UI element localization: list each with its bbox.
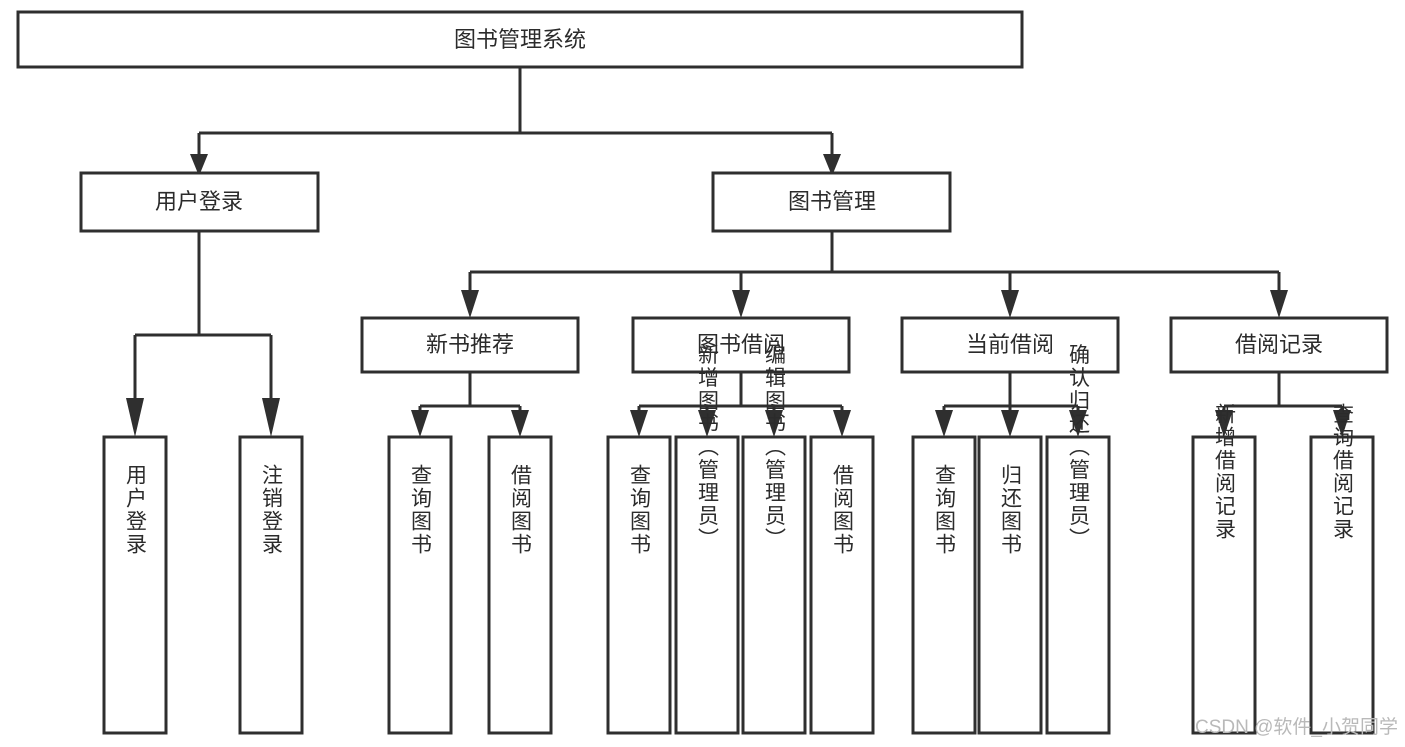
leaf-confirm-return-admin[interactable]: 确认归还（管理员） — [1045, 344, 1111, 735]
leaf-return-book-box[interactable] — [977, 435, 1043, 735]
arrowhead-leaf-borrow-book — [833, 410, 851, 437]
leaf-add-book-admin-label: 新增图书（管理员） — [696, 344, 720, 551]
leaf-user-logout-label: 注销登录 — [260, 464, 284, 556]
leaf-edit-book-admin[interactable]: 编辑图书（管理员） — [741, 344, 807, 735]
root-node[interactable]: 图书管理系统 — [16, 10, 1024, 69]
arrowhead-leaf-query-book-borrow — [630, 410, 648, 437]
leaf-return-book-label: 归还图书 — [999, 464, 1023, 556]
root-node-box[interactable] — [16, 10, 1024, 69]
arrowhead-leaf-user-logout — [262, 398, 280, 437]
node-borrow-record[interactable]: 借阅记录 — [1169, 316, 1389, 374]
leaf-borrow-book-label: 借阅图书 — [831, 464, 855, 556]
arrowhead-leaf-query-book-recommend — [411, 410, 429, 437]
node-book-borrow-box[interactable] — [631, 316, 851, 374]
leaf-user-login-label: 用户登录 — [124, 464, 148, 556]
leaf-user-login[interactable]: 用户登录 — [102, 435, 168, 735]
arrowhead-leaf-borrow-book-recommend — [511, 410, 529, 437]
leaf-query-book-current-box[interactable] — [911, 435, 977, 735]
leaf-add-book-admin-box[interactable] — [674, 435, 740, 735]
arrowhead-new-book-recommend — [461, 290, 479, 318]
leaf-user-logout[interactable]: 注销登录 — [238, 435, 304, 735]
connector-layer — [126, 67, 1351, 437]
node-borrow-record-box[interactable] — [1169, 316, 1389, 374]
arrowhead-book-borrow — [732, 290, 750, 318]
watermark: CSDN @软件_小贺同学 — [1195, 716, 1398, 738]
node-current-borrow-box[interactable] — [900, 316, 1120, 374]
arrowhead-leaf-edit-book-admin — [765, 410, 783, 437]
leaf-borrow-book-recommend-box[interactable] — [487, 435, 553, 735]
arrowhead-leaf-confirm-return-admin — [1069, 410, 1087, 437]
node-new-book-recommend-label: 新书推荐 — [426, 332, 514, 357]
arrowhead-borrow-record — [1270, 290, 1288, 318]
root-node-label: 图书管理系统 — [454, 27, 586, 52]
arrowhead-current-borrow — [1001, 290, 1019, 318]
leaf-query-book-current[interactable]: 查询图书 — [911, 435, 977, 735]
arrowhead-leaf-query-borrow-record — [1333, 410, 1351, 437]
leaf-query-borrow-record-box[interactable] — [1309, 435, 1375, 735]
node-book-management-box[interactable] — [711, 171, 952, 233]
leaf-add-book-admin[interactable]: 新增图书（管理员） — [674, 344, 740, 735]
leaf-add-borrow-record[interactable]: 新增借阅记录 — [1191, 403, 1257, 735]
leaf-confirm-return-admin-box[interactable] — [1045, 435, 1111, 735]
arrowhead-leaf-user-login — [126, 398, 144, 437]
leaf-query-book-current-label: 查询图书 — [933, 464, 957, 556]
arrowhead-leaf-query-book-current — [935, 410, 953, 437]
leaf-edit-book-admin-box[interactable] — [741, 435, 807, 735]
leaf-query-book-borrow-label: 查询图书 — [628, 464, 652, 556]
node-book-borrow[interactable]: 图书借阅 — [631, 316, 851, 374]
leaf-return-book[interactable]: 归还图书 — [977, 435, 1043, 735]
leaf-query-book-recommend-box[interactable] — [387, 435, 453, 735]
leaf-add-borrow-record-box[interactable] — [1191, 435, 1257, 735]
node-new-book-recommend[interactable]: 新书推荐 — [360, 316, 580, 374]
leaf-add-borrow-record-label: 新增借阅记录 — [1213, 403, 1237, 541]
leaf-query-book-recommend-label: 查询图书 — [409, 464, 433, 556]
leaf-borrow-book-recommend-label: 借阅图书 — [509, 464, 533, 556]
leaf-query-borrow-record[interactable]: 查询借阅记录 — [1309, 403, 1375, 735]
node-current-borrow-label: 当前借阅 — [966, 332, 1054, 357]
leaf-query-book-recommend[interactable]: 查询图书 — [387, 435, 453, 735]
arrowhead-book-management — [823, 154, 841, 176]
leaf-query-book-borrow[interactable]: 查询图书 — [606, 435, 672, 735]
arrowhead-leaf-return-book — [1001, 410, 1019, 437]
leaf-user-logout-box[interactable] — [238, 435, 304, 735]
leaf-query-book-borrow-box[interactable] — [606, 435, 672, 735]
leaf-edit-book-admin-label: 编辑图书（管理员） — [763, 344, 787, 551]
leaf-user-login-box[interactable] — [102, 435, 168, 735]
arrowhead-user-login — [190, 154, 208, 176]
node-borrow-record-label: 借阅记录 — [1235, 332, 1323, 357]
node-current-borrow[interactable]: 当前借阅 — [900, 316, 1120, 374]
leaf-confirm-return-admin-label: 确认归还（管理员） — [1067, 344, 1091, 551]
arrowhead-leaf-add-borrow-record — [1215, 410, 1233, 437]
node-user-login-label: 用户登录 — [155, 189, 243, 214]
leaf-borrow-book[interactable]: 借阅图书 — [809, 435, 875, 735]
arrowhead-leaf-add-book-admin — [698, 410, 716, 437]
leaf-query-borrow-record-label: 查询借阅记录 — [1331, 403, 1355, 541]
node-user-login-box[interactable] — [79, 171, 320, 233]
leaf-borrow-book-recommend[interactable]: 借阅图书 — [487, 435, 553, 735]
node-book-borrow-label: 图书借阅 — [697, 332, 785, 357]
leaf-borrow-book-box[interactable] — [809, 435, 875, 735]
node-book-management-label: 图书管理 — [788, 189, 876, 214]
node-user-login[interactable]: 用户登录 — [79, 171, 320, 233]
node-book-management[interactable]: 图书管理 — [711, 171, 952, 233]
node-new-book-recommend-box[interactable] — [360, 316, 580, 374]
